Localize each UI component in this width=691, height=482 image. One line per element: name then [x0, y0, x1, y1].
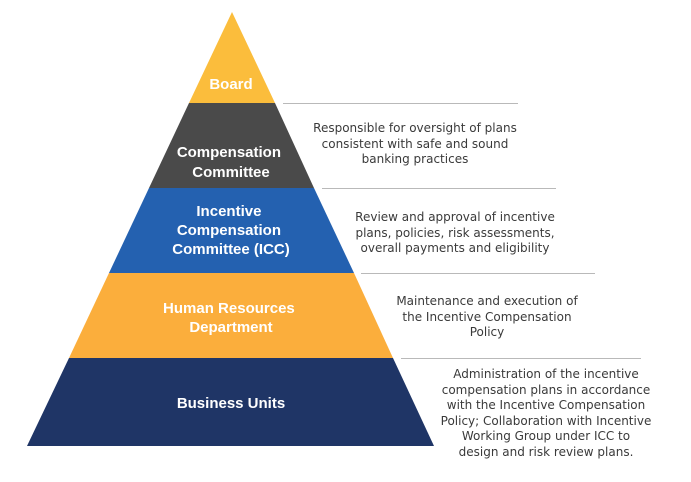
description-line: compensation plans in accordance	[441, 382, 651, 397]
tier-label-line: Committee (ICC)	[172, 241, 290, 258]
tier-label-icc: Incentive Compensation Committee (ICC)	[172, 203, 290, 258]
tier-label-line: Committee	[192, 164, 270, 181]
tier-label-board: Board	[209, 76, 252, 93]
tier-label-line: Compensation	[177, 144, 281, 161]
description-line: Working Group under ICC to	[461, 429, 631, 443]
tier-business-units	[27, 358, 434, 446]
description-line: overall payments and eligibility	[360, 241, 550, 255]
description-line: banking practices	[361, 152, 469, 166]
description-line: Policy; Collaboration with Incentive	[440, 413, 652, 428]
separator-line	[401, 358, 641, 359]
tier-label-hr-department: Human Resources Department	[163, 300, 299, 336]
description-business-units: Administration of the incentive compensa…	[417, 367, 675, 460]
tier-icc	[109, 188, 354, 273]
description-icc: Review and approval of incentive plans, …	[341, 210, 569, 257]
separator-line	[283, 103, 518, 104]
description-line: the Incentive Compensation	[402, 309, 572, 324]
tier-label-line: Human Resources	[163, 300, 295, 317]
tier-board	[189, 12, 275, 103]
tier-label-business-units: Business Units	[177, 395, 285, 412]
tier-hr-department	[69, 273, 393, 358]
tier-label-line: Incentive	[196, 203, 261, 220]
description-compensation-committee: Responsible for oversight of plans consi…	[303, 121, 527, 168]
tier-label-compensation-committee: Compensation Committee	[177, 144, 285, 181]
description-line: Review and approval of incentive	[355, 210, 555, 224]
description-hr-department: Maintenance and execution of the Incenti…	[385, 294, 589, 341]
description-line: Maintenance and execution of	[396, 294, 578, 308]
description-line: Policy	[469, 325, 505, 339]
description-line: Administration of the incentive	[453, 367, 639, 381]
description-line: with the Incentive Compensation	[446, 398, 646, 412]
description-line: plans, policies, risk assessments,	[355, 225, 555, 240]
tier-label-line: Compensation	[177, 222, 281, 239]
tier-label-line: Board	[209, 76, 252, 93]
separator-line	[322, 188, 556, 189]
description-line: consistent with safe and sound	[321, 136, 509, 151]
tier-compensation-committee	[149, 103, 314, 188]
tier-label-line: Department	[189, 319, 272, 336]
description-line: design and risk review plans.	[458, 444, 634, 459]
tier-label-line: Business Units	[177, 395, 285, 412]
separator-line	[361, 273, 595, 274]
description-line: Responsible for oversight of plans	[313, 121, 517, 135]
